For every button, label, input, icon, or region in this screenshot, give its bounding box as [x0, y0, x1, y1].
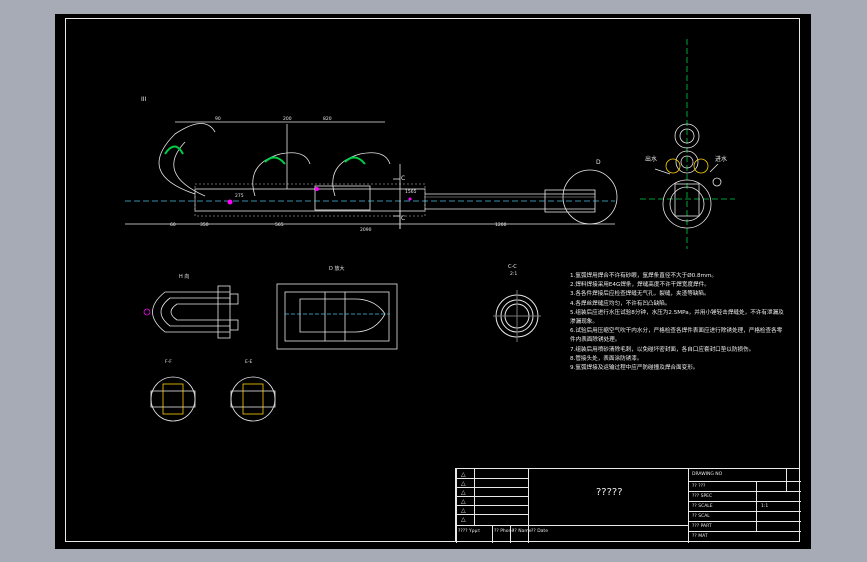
detail-label: D	[596, 159, 601, 166]
dim-label: 350	[200, 223, 209, 228]
small-sections	[150, 376, 276, 422]
view-h-label: H 向	[179, 274, 190, 280]
bottom-header: ?? Phone	[494, 529, 515, 534]
dim-label: 1565	[405, 190, 417, 195]
revision-symbol: △	[461, 516, 466, 523]
note-line: 3.各各件焊接后应检查焊缝无气孔，裂缝，夹渣等缺陷。	[570, 291, 710, 298]
right-label: ?? ???	[692, 484, 706, 489]
note-line: 6.试验后用压缩空气吹干内水分，严格检查各焊件表面应进行除锈处理，严格检查各零件…	[570, 328, 783, 344]
drawing-viewport: III C C D 出水 进水 H 向 D 放大 C-C 2:1 F-F E-E…	[55, 14, 811, 549]
view-d-label: D 放大	[329, 266, 345, 272]
revision-symbol: △	[461, 471, 466, 478]
dim-label: 60	[170, 223, 176, 228]
h-view	[143, 285, 239, 339]
drawing-no-label: DRAWING NO	[692, 472, 723, 477]
note-line: 5.组装后应进行水压试验8分钟，水压为2.5MPa，并用小锤轻击焊缝处，不许有泄…	[570, 309, 784, 326]
note-line: 9.氩弧焊接及运输过程中应严防碰撞及焊合面变形。	[570, 365, 699, 372]
right-label: ?? SCAL	[692, 514, 710, 519]
right-label: ?? MAT	[692, 534, 708, 539]
magenta-accents	[227, 187, 412, 205]
cc-section	[493, 290, 541, 342]
right-label: ??? PART	[692, 524, 712, 529]
revision-symbol: △	[461, 480, 466, 487]
dim-label: 275	[235, 194, 244, 199]
drawing-frame	[65, 18, 800, 542]
dim-label: 820	[323, 117, 332, 122]
bottom-header: ?? Name	[512, 529, 532, 534]
main-assembly	[125, 121, 618, 229]
dim-label: 2090	[360, 228, 372, 233]
note-line: 8.管接头处，表面涂防锈漆。	[570, 355, 643, 362]
revision-symbol: △	[461, 507, 466, 514]
section-cc-label: C-C	[508, 264, 517, 270]
note-line: 7.组装后用喷砂清除毛刺，以免碰坏密封面，各自口应套封口垫以防损伤。	[570, 346, 755, 353]
revision-symbol: △	[461, 489, 466, 496]
inlet-label: 出水	[645, 156, 658, 163]
dim-label: 1200	[495, 223, 507, 228]
right-label: ??? SPEC	[692, 494, 713, 499]
technical-notes: 1.氩弧焊用焊合不许有砂眼，氩焊条直径不大于Ø0.8mm。 2.焊料焊接采用E4…	[570, 272, 785, 373]
drawing-canvas	[125, 39, 735, 422]
bottom-header: ???? Υρμτ	[458, 529, 481, 534]
small-section-1-label: F-F	[165, 360, 172, 365]
section-cc-sub: 2:1	[510, 272, 518, 277]
section-label-top-left: III	[141, 96, 147, 103]
drawing-title: ?????	[596, 487, 623, 498]
outlet-label: 进水	[715, 156, 728, 163]
d-view	[276, 283, 398, 350]
section-b-label: C	[401, 215, 406, 222]
bottom-header: ?? Date	[531, 529, 548, 534]
revision-symbol: △	[461, 498, 466, 505]
section-a-label: C	[401, 175, 406, 182]
right-label: ?? SCALE	[692, 504, 713, 509]
note-line: 4.各焊丝焊缝应均匀，不许有凹凸缺陷。	[570, 300, 671, 307]
note-line: 1.氩弧焊用焊合不许有砂眼，氩焊条直径不大于Ø0.8mm。	[570, 273, 718, 279]
title-block: △ △ △ △ △ △ ???? Υρμτ ?? Phone ?? Name ?…	[455, 468, 801, 543]
side-flange-view	[640, 39, 735, 249]
small-section-2-label: E-E	[245, 360, 253, 365]
dim-label: 565	[275, 223, 284, 228]
dim-label: 200	[283, 117, 292, 122]
scale-value: 1:1	[761, 504, 769, 509]
bend-accents	[164, 145, 366, 165]
note-line: 2.焊料焊接采用E4G焊条，焊缝高度不许干焊宽度焊件。	[570, 282, 710, 289]
dim-label: 90	[215, 117, 221, 122]
